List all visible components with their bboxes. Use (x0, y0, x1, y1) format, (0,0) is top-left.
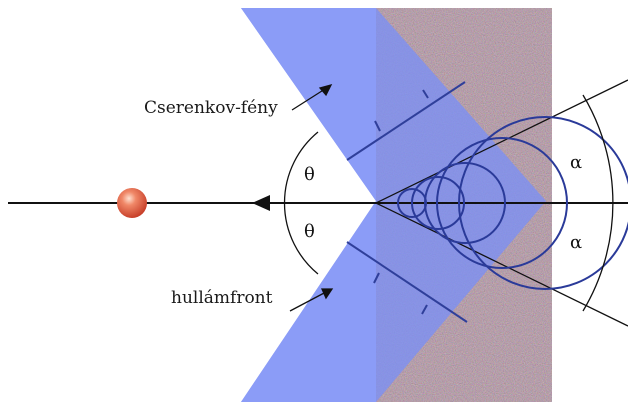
label-arrows (289, 83, 334, 312)
theta-upper-label: θ (304, 164, 315, 185)
particle-icon (117, 188, 147, 218)
wavelet-circles (397, 116, 628, 290)
alpha-lower-label: α (570, 232, 582, 253)
alpha-upper-label: α (570, 152, 582, 173)
theta-lower-label: θ (304, 221, 315, 242)
wavefront-label: hullámfront (171, 288, 273, 308)
particle-trajectory (8, 195, 628, 211)
theta-arc (283, 131, 319, 275)
alpha-arc (582, 94, 614, 312)
direction-arrow-icon (252, 195, 270, 211)
cherenkov-light-label: Cserenkov-fény (144, 98, 278, 118)
wavefront-lines (346, 81, 468, 323)
